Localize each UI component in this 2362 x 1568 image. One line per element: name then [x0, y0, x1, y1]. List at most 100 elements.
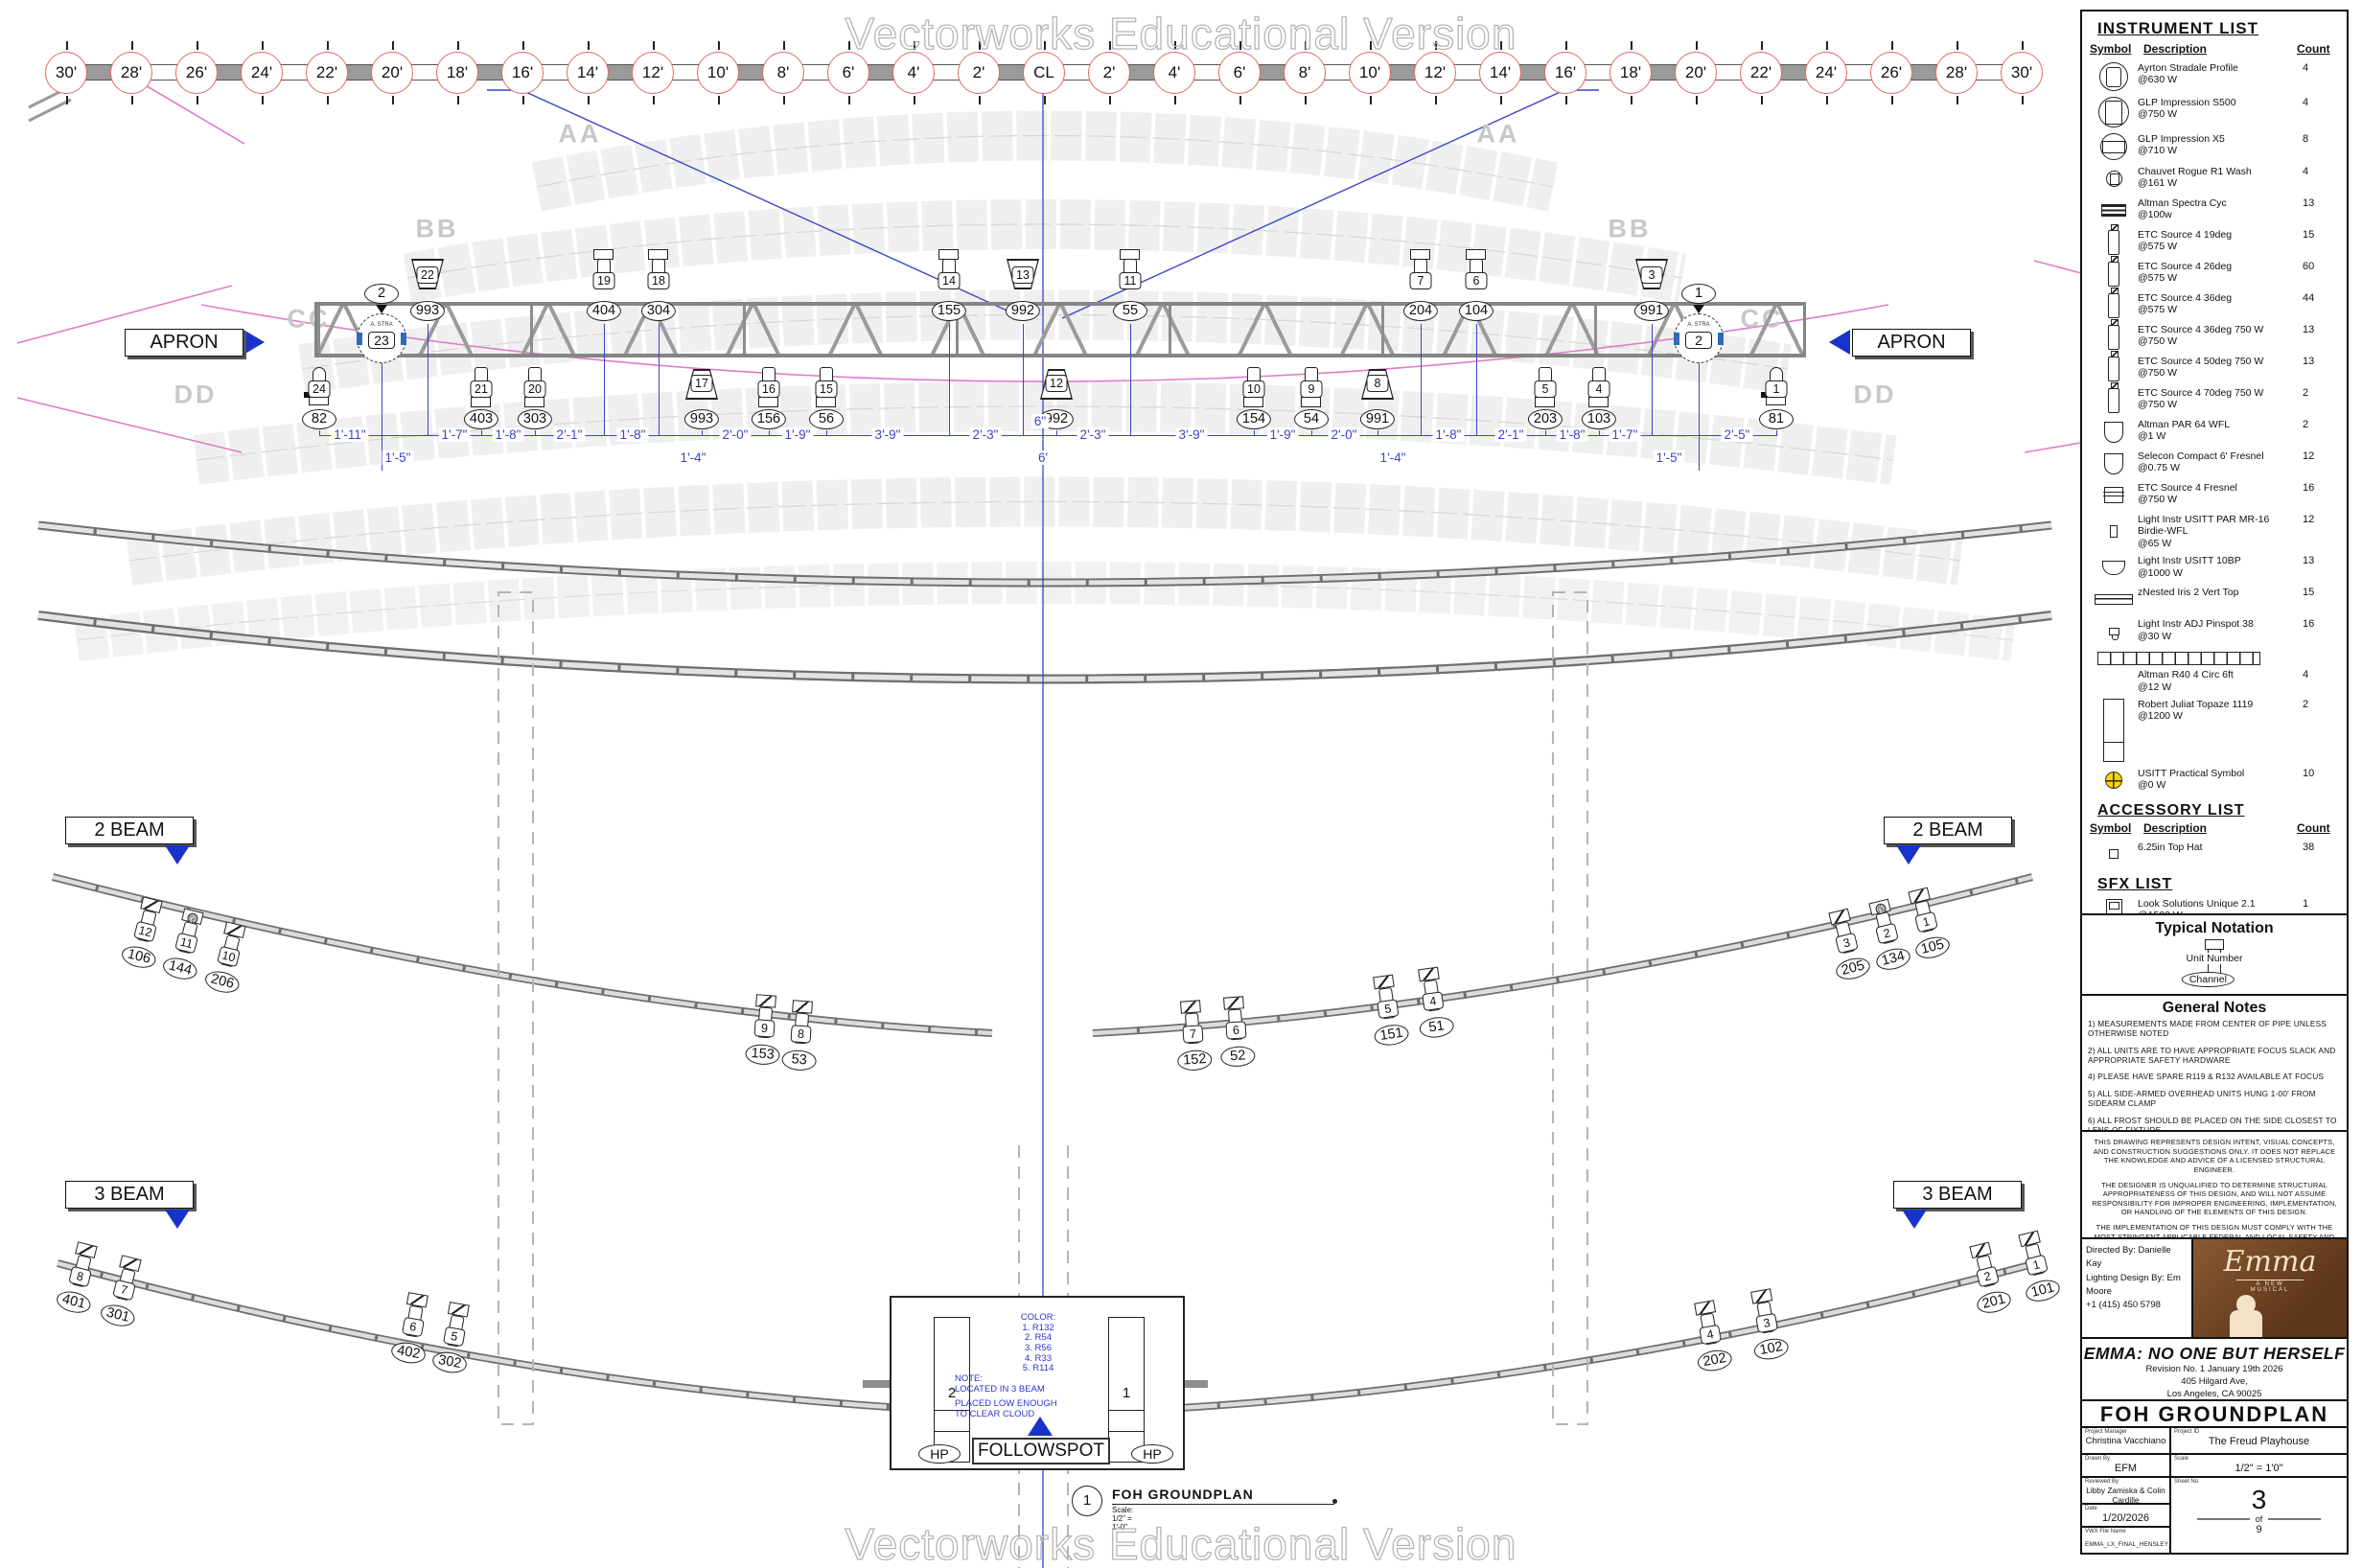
- instrument-row[interactable]: Altman R40 4 Circ 6ft@12 W 4: [2082, 647, 2347, 696]
- ruler-mark[interactable]: 8': [1284, 41, 1326, 104]
- dimension-text[interactable]: 2'-5": [1721, 427, 1753, 442]
- 2-beam-tag-left[interactable]: 2 BEAM: [65, 817, 194, 844]
- instrument-symbol-icon: [2108, 350, 2119, 381]
- accessory-row[interactable]: 6.25in Top Hat 38: [2082, 839, 2347, 870]
- dimension-text[interactable]: 3'-9": [871, 427, 904, 442]
- ruler-mark[interactable]: 20': [371, 41, 413, 104]
- dimension-text[interactable]: 1'-5": [1653, 450, 1685, 465]
- instrument-row[interactable]: ETC Source 4 70deg 750 W@750 W 2: [2082, 381, 2347, 416]
- ruler-mark[interactable]: 6': [827, 41, 869, 104]
- dimension-text[interactable]: 1'-7": [1609, 427, 1641, 442]
- unit-number: 11: [1119, 272, 1142, 289]
- instrument-row[interactable]: Light Instr ADJ Pinspot 38@30 W 16: [2082, 615, 2347, 647]
- dimension-text[interactable]: 1'-8": [616, 427, 649, 442]
- 3-beam-tag-left[interactable]: 3 BEAM: [65, 1181, 194, 1209]
- instrument-count: 13: [2303, 324, 2315, 335]
- dimension-text[interactable]: 1'-9": [781, 427, 814, 442]
- unit-number: 5: [1377, 999, 1400, 1020]
- dimension-text[interactable]: 1'-4": [1377, 450, 1409, 465]
- instrument-row[interactable]: ETC Source 4 50deg 750 W@750 W 13: [2082, 350, 2347, 384]
- ruler-mark[interactable]: 14': [567, 41, 609, 104]
- apron-tag-right[interactable]: APRON: [1852, 329, 1971, 357]
- ruler-mark[interactable]: 28': [1935, 41, 1978, 104]
- followspot-2[interactable]: 2: [934, 1317, 970, 1463]
- ruler-mark[interactable]: 16': [501, 41, 544, 104]
- beam-label: 2 BEAM: [94, 819, 165, 841]
- ruler-mark[interactable]: 24': [241, 41, 283, 104]
- instrument-row[interactable]: GLP Impression S500@750 W 4: [2082, 94, 2347, 130]
- instrument-row[interactable]: ETC Source 4 19deg@575 W 15: [2082, 223, 2347, 258]
- ruler-mark[interactable]: 12': [632, 41, 674, 104]
- instrument-row[interactable]: ETC Source 4 Fresnel@750 W 16: [2082, 479, 2347, 511]
- instrument-row[interactable]: Altman Spectra Cyc@100w 13: [2082, 195, 2347, 226]
- ruler-mark[interactable]: 10': [697, 41, 739, 104]
- dimension-text[interactable]: 2'-1": [553, 427, 586, 442]
- ruler-mark[interactable]: 2': [958, 41, 1000, 104]
- ruler-mark[interactable]: 20': [1675, 41, 1717, 104]
- instrument-row[interactable]: USITT Practical Symbol@0 W 10: [2082, 765, 2347, 796]
- 2-beam-tag-right[interactable]: 2 BEAM: [1884, 817, 2012, 844]
- ruler-mark[interactable]: 28': [110, 41, 152, 104]
- instrument-symbol-icon: [2110, 525, 2118, 539]
- 3-beam-tag-right[interactable]: 3 BEAM: [1893, 1181, 2022, 1209]
- instrument-row[interactable]: Selecon Compact 6' Fresnel@0.75 W 12: [2082, 448, 2347, 479]
- general-note: 5) ALL SIDE-ARMED OVERHEAD UNITS HUNG 1-…: [2088, 1088, 2316, 1109]
- instrument-row[interactable]: Chauvet Rogue R1 Wash@161 W 4: [2082, 163, 2347, 195]
- instrument-row[interactable]: Altman PAR 64 WFL@1 W 2: [2082, 416, 2347, 448]
- instrument-row[interactable]: GLP Impression X5@710 W 8: [2082, 130, 2347, 163]
- instrument-row[interactable]: ETC Source 4 36deg 750 W@750 W 13: [2082, 318, 2347, 353]
- unit-number: 2: [1685, 332, 1712, 349]
- instrument-row[interactable]: Robert Juliat Topaze 1119@1200 W 2: [2082, 696, 2347, 765]
- dimension-text[interactable]: 2'-3": [969, 427, 1002, 442]
- ruler-mark[interactable]: 4': [892, 41, 935, 104]
- dimension-text[interactable]: 2'-3": [1077, 427, 1109, 442]
- ruler-mark[interactable]: 30': [45, 41, 87, 104]
- instrument-row[interactable]: Light Instr USITT 10BP@1000 W 13: [2082, 552, 2347, 584]
- dimension-text[interactable]: 1'-5": [382, 450, 414, 465]
- dimension-text[interactable]: 2'-0": [719, 427, 752, 442]
- unit-number: 22: [416, 266, 439, 284]
- dimension-text[interactable]: 1'-11": [331, 427, 369, 442]
- ruler-mark[interactable]: 18': [436, 41, 478, 104]
- ruler-mark[interactable]: 26': [1870, 41, 1912, 104]
- ruler-mark[interactable]: 16': [1544, 41, 1586, 104]
- followspot-booth[interactable]: 2 1 COLOR: 1. R132 2. R54 3. R56 4. R33 …: [890, 1296, 1185, 1470]
- ruler-mark[interactable]: 22': [306, 41, 348, 104]
- ruler-mark[interactable]: 22': [1740, 41, 1782, 104]
- dimension-text[interactable]: 6": [1030, 414, 1050, 428]
- instrument-row[interactable]: ETC Source 4 26deg@575 W 60: [2082, 255, 2347, 289]
- ruler-mark[interactable]: 30': [2001, 41, 2043, 104]
- dimension-text[interactable]: 6': [1034, 450, 1052, 465]
- instrument-row[interactable]: Ayrton Stradale Profile@630 W 4: [2082, 59, 2347, 94]
- ruler-mark[interactable]: 6': [1218, 41, 1261, 104]
- instrument-row[interactable]: zNested Iris 2 Vert Top 15: [2082, 584, 2347, 615]
- drawing-title: FOH GROUNDPLAN: [1112, 1487, 1334, 1505]
- dimension-text[interactable]: 1'-7": [438, 427, 471, 442]
- instrument-description: ETC Source 4 36deg 750 W@750 W: [2138, 324, 2264, 348]
- apron-tag-left[interactable]: APRON: [125, 329, 243, 357]
- instrument-row[interactable]: ETC Source 4 36deg@575 W 44: [2082, 287, 2347, 321]
- foh-truss[interactable]: [314, 302, 1806, 357]
- ruler-mark[interactable]: 18': [1609, 41, 1652, 104]
- instrument-symbol-icon: [2108, 318, 2119, 350]
- ruler-mark[interactable]: 4': [1153, 41, 1195, 104]
- dimension-text[interactable]: 1'-4": [677, 450, 709, 465]
- dimension-text[interactable]: 2'-1": [1494, 427, 1527, 442]
- ruler-mark[interactable]: 10': [1349, 41, 1391, 104]
- dimension-text[interactable]: 2'-0": [1328, 427, 1360, 442]
- ruler-mark[interactable]: 8': [762, 41, 804, 104]
- channel-number: 993: [683, 409, 720, 429]
- ruler-mark[interactable]: CL: [1023, 41, 1065, 104]
- ruler-mark[interactable]: 14': [1479, 41, 1521, 104]
- dimension-text[interactable]: 1'-8": [1432, 427, 1465, 442]
- dimension-text[interactable]: 1'-8": [1556, 427, 1588, 442]
- dimension-text[interactable]: 1'-8": [492, 427, 524, 442]
- ruler-mark[interactable]: 12': [1414, 41, 1456, 104]
- followspot-1[interactable]: 1: [1108, 1317, 1145, 1463]
- dimension-text[interactable]: 3'-9": [1175, 427, 1208, 442]
- instrument-row[interactable]: Light Instr USITT PAR MR-16 Birdie-WFL@6…: [2082, 511, 2347, 552]
- dimension-text[interactable]: 1'-9": [1266, 427, 1299, 442]
- ruler-mark[interactable]: 2': [1088, 41, 1130, 104]
- ruler-mark[interactable]: 26': [175, 41, 218, 104]
- ruler-mark[interactable]: 24': [1805, 41, 1847, 104]
